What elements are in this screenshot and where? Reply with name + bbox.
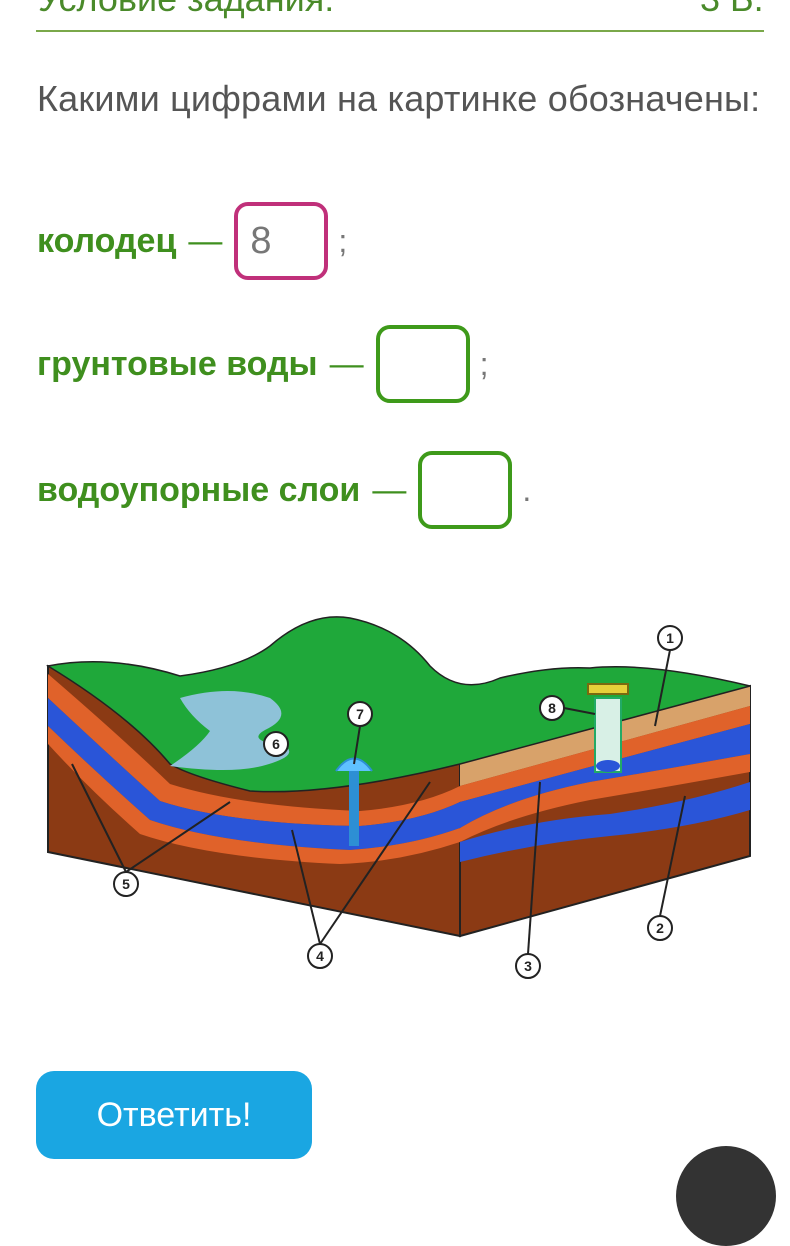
submit-answer-button[interactable]: Ответить!	[36, 1071, 312, 1159]
answer-dash: —	[329, 344, 364, 383]
leader-lines	[71, 649, 686, 955]
marker-3: 3	[524, 958, 532, 974]
impermeable-layer-right-lower	[460, 754, 750, 842]
answer-input-well[interactable]: 8	[234, 202, 329, 280]
marker-6-circle	[263, 731, 289, 757]
answer-row-groundwater: грунтовые воды — ;	[37, 322, 488, 406]
impermeable-layer-left-lower	[48, 726, 460, 864]
task-condition-title: Условие задания:	[38, 0, 334, 20]
answer-dash: —	[188, 221, 223, 260]
answer-input-groundwater[interactable]	[375, 325, 470, 403]
answer-label-impermeable: водоупорные слои	[37, 470, 361, 509]
answer-label-well: колодец	[37, 221, 177, 260]
floating-action-button[interactable]	[676, 1146, 776, 1246]
well-roof-8	[587, 683, 629, 695]
marker-7: 7	[356, 706, 364, 722]
question-text: Какими цифрами на картинке обозначены:	[37, 78, 761, 119]
answer-row-impermeable: водоупорные слои — .	[37, 448, 531, 532]
marker-4: 4	[316, 948, 324, 964]
header-divider	[36, 30, 764, 32]
answer-dash: —	[372, 470, 407, 509]
marker-2: 2	[656, 920, 664, 936]
marker-1: 1	[666, 630, 674, 646]
river-lake	[170, 691, 290, 770]
answer-label-groundwater: грунтовые воды	[37, 344, 318, 383]
geology-cross-section-diagram: 1 2 3 4 5 6 7 8	[45, 616, 751, 979]
marker-label-group	[113, 625, 683, 979]
well-water-8	[596, 760, 620, 772]
groundwater-layer-left	[48, 698, 460, 850]
marker-5: 5	[122, 876, 130, 892]
groundwater-layer-right-deep	[460, 782, 750, 862]
answer-row-well: колодец — 8 ;	[37, 199, 347, 283]
task-points: 3 Б.	[700, 0, 764, 20]
answer-punct: .	[522, 471, 532, 508]
impermeable-layer-left-upper	[48, 674, 460, 826]
groundwater-layer-right	[460, 724, 750, 828]
answer-punct: ;	[479, 345, 489, 382]
marker-6: 6	[272, 736, 280, 752]
marker-8: 8	[548, 700, 556, 716]
answer-punct: ;	[338, 222, 348, 259]
answer-input-impermeable[interactable]	[418, 451, 513, 529]
